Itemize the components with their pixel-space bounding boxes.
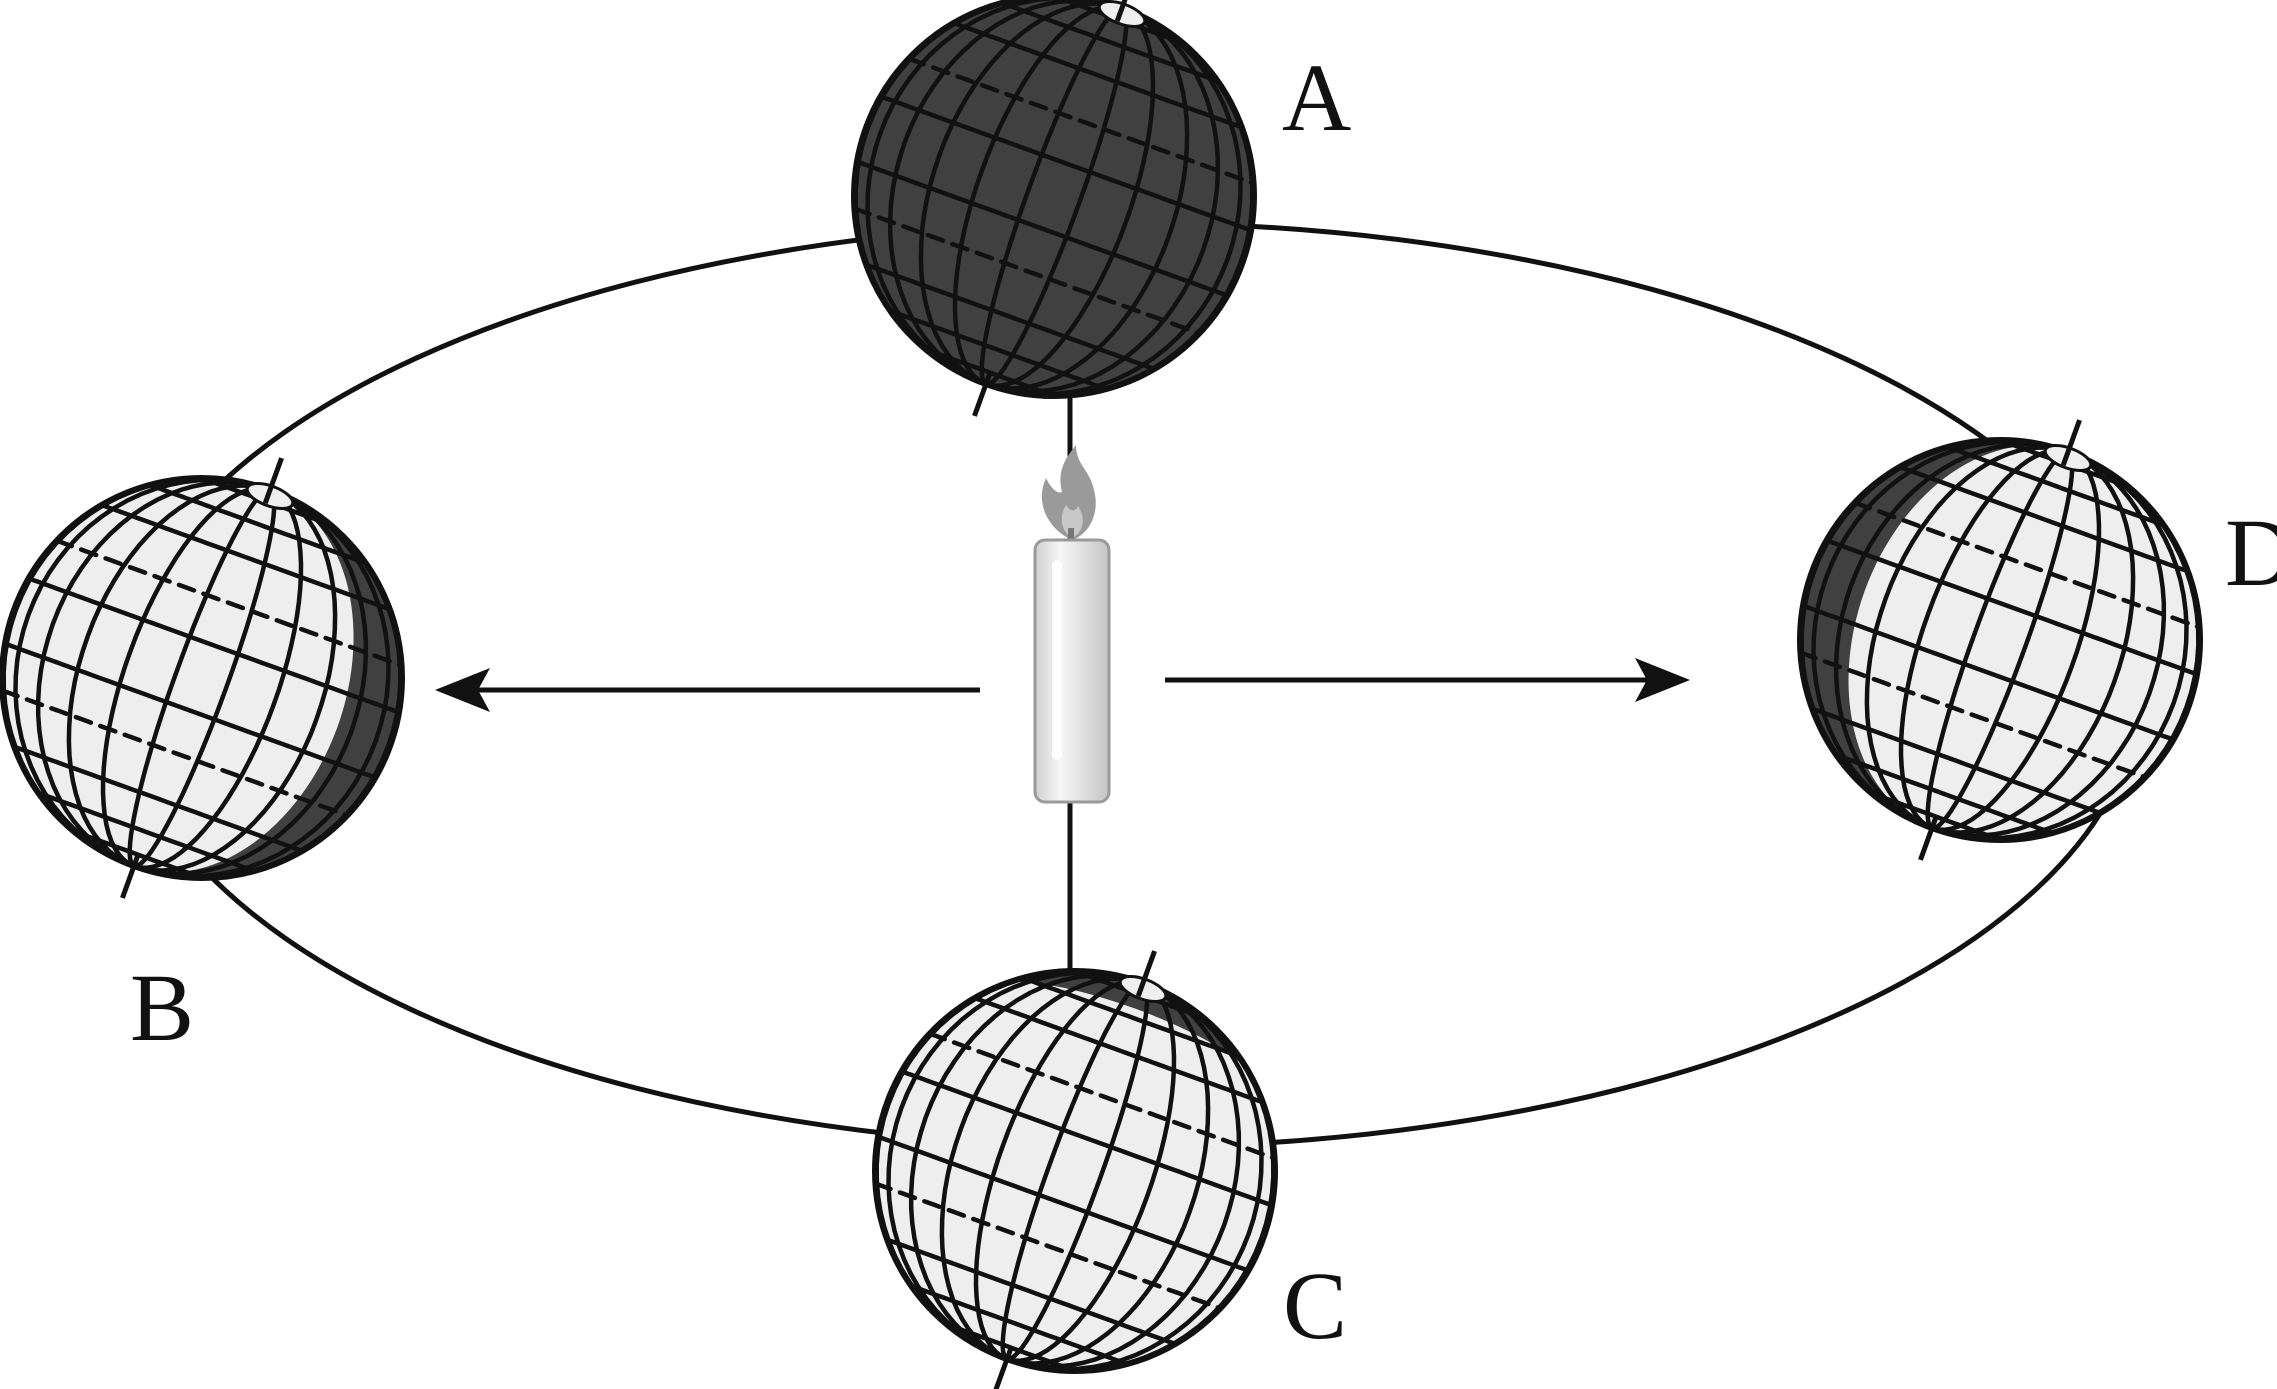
candle-icon — [1033, 445, 1111, 804]
label-b: B — [130, 954, 194, 1061]
label-a: A — [1282, 44, 1351, 151]
label-d: D — [2225, 499, 2277, 606]
label-c: C — [1283, 1252, 1347, 1359]
arrow-right — [1165, 658, 1690, 702]
globe-c — [872, 950, 1278, 1389]
globe-b — [0, 457, 405, 899]
arrow-left — [435, 668, 980, 712]
globe-a — [851, 0, 1257, 417]
globe-d — [1797, 419, 2203, 861]
